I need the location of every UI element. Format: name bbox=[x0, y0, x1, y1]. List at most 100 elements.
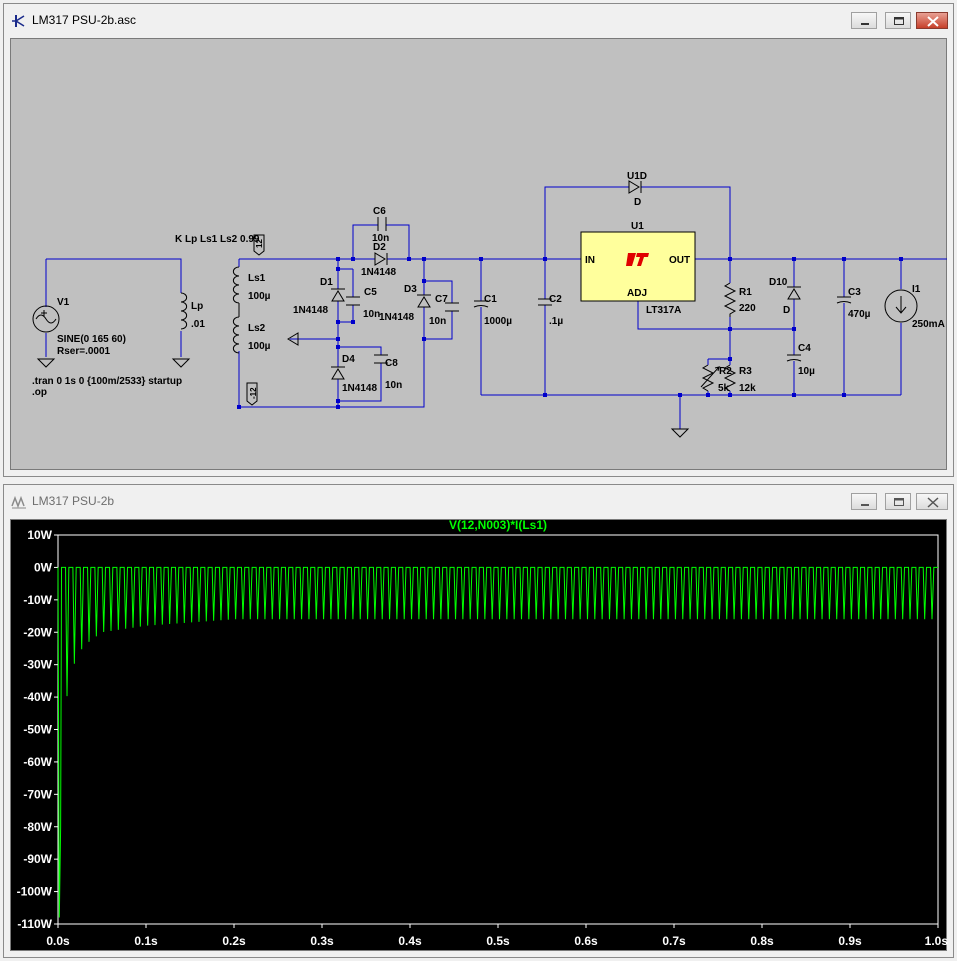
y-tick-label: 10W bbox=[27, 528, 52, 542]
lt317-regulator[interactable] bbox=[580, 231, 696, 302]
c7-value: 10n bbox=[429, 316, 446, 327]
net-label-12: 12 bbox=[255, 239, 264, 248]
y-tick-label: -70W bbox=[23, 787, 52, 801]
v1-ref: V1 bbox=[57, 297, 70, 308]
y-tick-label: -50W bbox=[23, 723, 52, 737]
minimize-icon bbox=[861, 23, 869, 25]
resistors-icon[interactable] bbox=[700, 282, 737, 392]
plot-titlebar[interactable]: LM317 PSU-2b bbox=[4, 485, 953, 517]
x-tick-label: 0.2s bbox=[222, 934, 246, 948]
close-button[interactable] bbox=[916, 12, 948, 29]
close-icon bbox=[927, 16, 939, 27]
schematic-title: LM317 PSU-2b.asc bbox=[32, 13, 137, 27]
c4-ref: C4 bbox=[798, 343, 811, 354]
x-tick-label: 0.8s bbox=[750, 934, 774, 948]
diodes-icon[interactable] bbox=[331, 180, 801, 380]
maximize-icon bbox=[894, 498, 904, 506]
ground-icon bbox=[670, 428, 690, 438]
x-tick-label: 0.3s bbox=[310, 934, 334, 948]
y-tick-label: -100W bbox=[17, 885, 53, 899]
maximize-button[interactable] bbox=[885, 12, 911, 29]
capacitors-icon[interactable] bbox=[346, 217, 852, 364]
d2-value: 1N4148 bbox=[361, 267, 396, 278]
lp-ref: Lp bbox=[191, 301, 203, 312]
net-flag-12 bbox=[246, 234, 265, 406]
u1-pin-in: IN bbox=[585, 255, 595, 266]
v1-source-icon[interactable] bbox=[32, 305, 60, 368]
current-source-icon[interactable] bbox=[884, 289, 918, 323]
schematic-titlebar[interactable]: LM317 PSU-2b.asc bbox=[4, 4, 953, 36]
close-icon bbox=[927, 497, 939, 508]
ls1-value: 100µ bbox=[248, 291, 271, 302]
d4-ref: D4 bbox=[342, 354, 355, 365]
y-tick-label: -40W bbox=[23, 690, 52, 704]
trace-line[interactable] bbox=[57, 566, 938, 918]
x-tick-label: 0.0s bbox=[46, 934, 70, 948]
r3-ref: R3 bbox=[739, 366, 752, 377]
waveform-icon bbox=[11, 495, 26, 509]
ls2-ref: Ls2 bbox=[248, 323, 266, 334]
x-tick-label: 0.1s bbox=[134, 934, 158, 948]
trace-label[interactable]: V(12,N003)*I(Ls1) bbox=[449, 520, 547, 532]
c2-value: .1µ bbox=[549, 316, 563, 327]
ls1-ref: Ls1 bbox=[248, 273, 266, 284]
c8-value: 10n bbox=[385, 380, 402, 391]
c1-ref: C1 bbox=[484, 294, 497, 305]
minimize-button[interactable] bbox=[851, 12, 877, 29]
d4-value: 1N4148 bbox=[342, 383, 377, 394]
coupling-directive: K Lp Ls1 Ls2 0.99 bbox=[175, 234, 260, 245]
y-axis: 10W0W-10W-20W-30W-40W-50W-60W-70W-80W-90… bbox=[17, 528, 58, 931]
minimize-icon bbox=[861, 504, 869, 506]
y-tick-label: -80W bbox=[23, 820, 52, 834]
x-tick-label: 0.4s bbox=[398, 934, 422, 948]
schematic-canvas[interactable]: V1 SINE(0 165 60) Rser=.0001 .tran 0 1s … bbox=[10, 38, 947, 470]
schematic-drawing[interactable]: V1 SINE(0 165 60) Rser=.0001 .tran 0 1s … bbox=[11, 39, 948, 472]
plot-close-button[interactable] bbox=[916, 493, 948, 510]
y-tick-label: -30W bbox=[23, 658, 52, 672]
r3-value: 12k bbox=[739, 383, 756, 394]
net-label-m12: -12 bbox=[249, 387, 258, 399]
ls2-value: 100µ bbox=[248, 341, 271, 352]
plot-frame bbox=[57, 534, 939, 925]
plot-maximize-button[interactable] bbox=[885, 493, 911, 510]
u1-pin-out: OUT bbox=[669, 255, 690, 266]
y-tick-label: -110W bbox=[17, 917, 52, 931]
c7-ref: C7 bbox=[435, 294, 448, 305]
schematic-icon bbox=[12, 15, 25, 27]
c5-value: 10n bbox=[363, 309, 380, 320]
v1-value: SINE(0 165 60) bbox=[57, 334, 126, 345]
c5-ref: C5 bbox=[364, 287, 377, 298]
x-tick-label: 0.7s bbox=[662, 934, 686, 948]
r2-ref: R2 bbox=[719, 366, 732, 377]
tran-directive: .tran 0 1s 0 {100m/2533} startup bbox=[32, 376, 182, 387]
u1-part: LT317A bbox=[646, 305, 681, 316]
maximize-icon bbox=[894, 17, 904, 25]
u1d-value: D bbox=[634, 197, 641, 208]
d1-ref: D1 bbox=[320, 277, 333, 288]
c1-value: 1000µ bbox=[484, 316, 512, 327]
plot-minimize-button[interactable] bbox=[851, 493, 877, 510]
u1-pin-adj: ADJ bbox=[627, 288, 647, 299]
c4-value: 10µ bbox=[798, 366, 815, 377]
c3-ref: C3 bbox=[848, 287, 861, 298]
op-directive: .op bbox=[32, 387, 47, 398]
c3-value: 470µ bbox=[848, 309, 871, 320]
c2-ref: C2 bbox=[549, 294, 562, 305]
lp-inductor-icon[interactable] bbox=[171, 292, 191, 368]
lt-logo-icon bbox=[626, 253, 649, 266]
x-tick-label: 0.5s bbox=[486, 934, 510, 948]
x-tick-label: 1.0s bbox=[925, 934, 948, 948]
d1-value: 1N4148 bbox=[293, 305, 328, 316]
schematic-window: LM317 PSU-2b.asc bbox=[3, 3, 954, 477]
x-tick-label: 0.9s bbox=[838, 934, 862, 948]
v1-rser: Rser=.0001 bbox=[57, 346, 111, 357]
c6-ref: C6 bbox=[373, 206, 386, 217]
d3-value: 1N4148 bbox=[379, 312, 414, 323]
i1-ref: I1 bbox=[912, 284, 921, 295]
ls-inductors-icon[interactable] bbox=[232, 266, 299, 354]
c6-value: 10n bbox=[372, 233, 389, 244]
waveform-plot[interactable]: V(12,N003)*I(Ls1) 10W0W-10W-20W-30W-40W-… bbox=[11, 520, 948, 952]
